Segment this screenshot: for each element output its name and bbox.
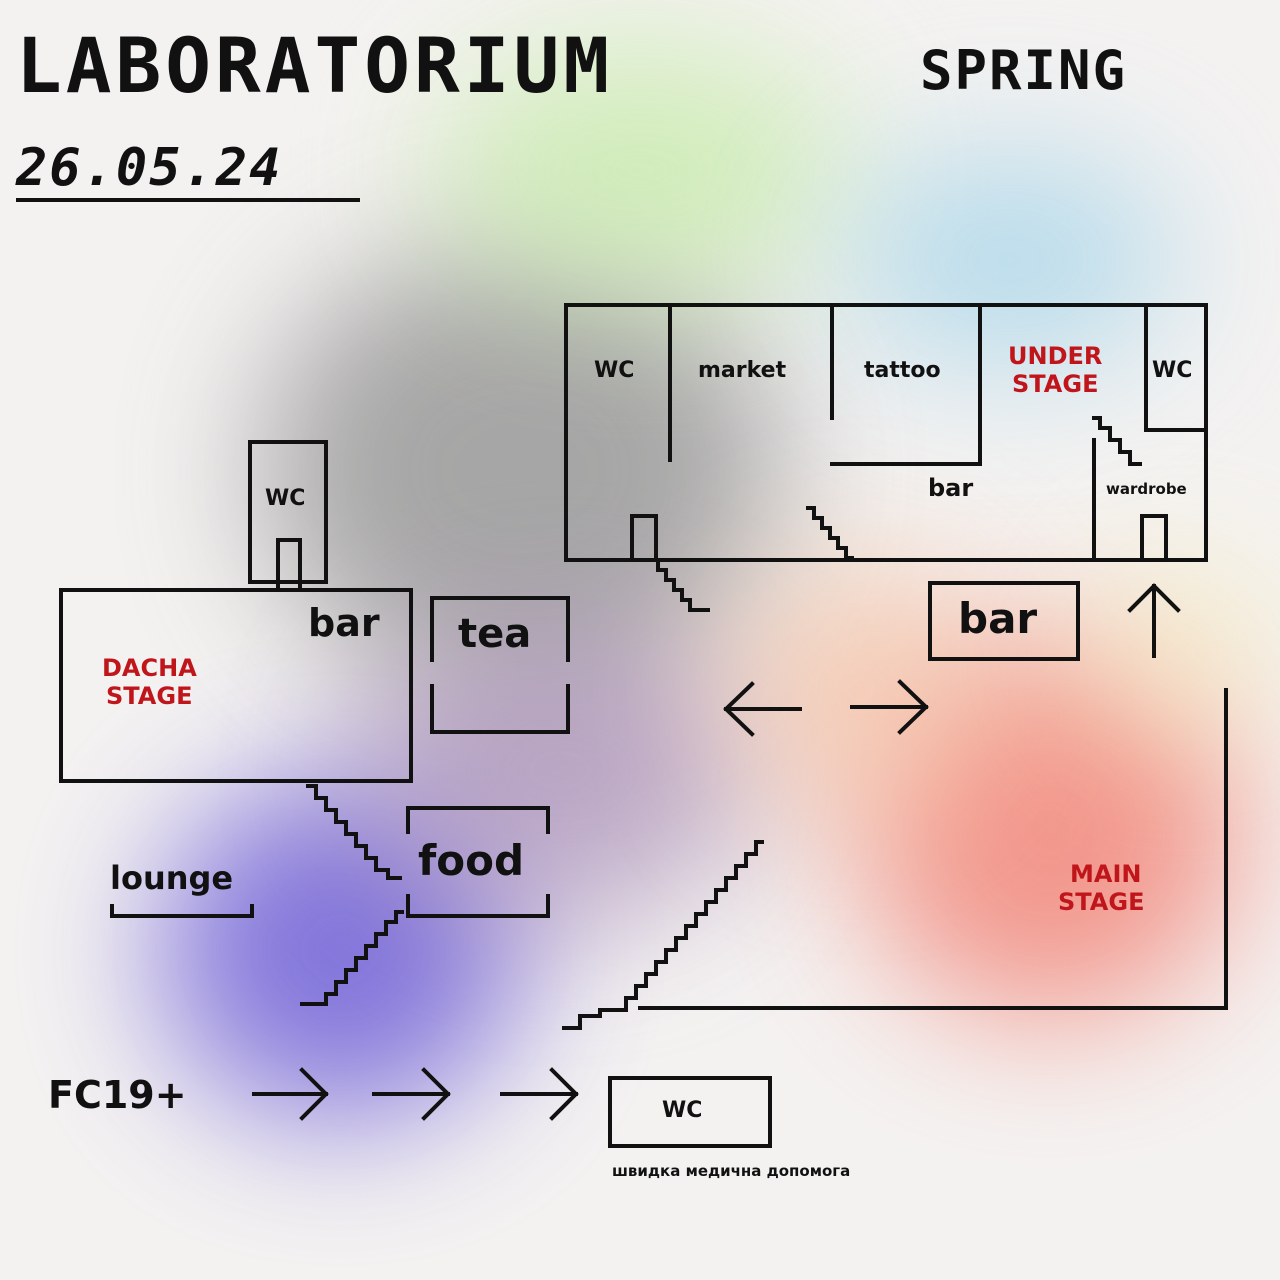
room-tea: tea <box>458 611 532 657</box>
arrow-entrance-1 <box>252 1067 329 1121</box>
tea-outline-bottom <box>430 684 570 734</box>
arrow-up-wardrobe <box>1127 583 1181 658</box>
bg-blob-peach <box>720 560 1000 820</box>
food-outline-top <box>406 806 550 834</box>
arrow-entrance-2 <box>372 1067 451 1121</box>
arrow-left-mid <box>723 681 802 737</box>
stairs-upper-center <box>806 506 854 560</box>
dacha-stage-label-line1: DACHA <box>102 654 197 682</box>
food-outline-bottom <box>406 894 550 918</box>
room-wc-upper-right: WC <box>1152 358 1193 383</box>
bg-blob-yellow <box>1080 560 1280 740</box>
arrow-entrance-3 <box>500 1067 579 1121</box>
stairs-main-long <box>562 840 764 1030</box>
stairs-food-down <box>300 910 404 1006</box>
door-wardrobe <box>1140 514 1168 562</box>
room-wc-entrance: WC <box>662 1098 703 1123</box>
main-stage-label-line2: STAGE <box>1058 888 1145 916</box>
ambulance-label: швидка медична допомога <box>612 1162 851 1180</box>
stairs-dacha-down <box>306 784 402 880</box>
bg-blob-green <box>430 40 850 300</box>
room-bar-upper: bar <box>928 474 974 502</box>
lounge-bracket <box>110 904 254 918</box>
door-wc-upper <box>630 514 658 562</box>
room-market: market <box>698 358 787 383</box>
tea-outline-top <box>430 596 570 662</box>
room-lounge: lounge <box>110 859 234 897</box>
stairs-under-stage <box>1092 416 1142 466</box>
room-tattoo: tattoo <box>864 358 941 383</box>
under-stage-label-line1: UNDER <box>1008 342 1103 370</box>
room-wc-dacha: WC <box>265 486 306 511</box>
under-stage-label-line2: STAGE <box>1012 370 1099 398</box>
date-underline <box>16 198 360 202</box>
bar-main-outline <box>928 581 1080 661</box>
room-bar-dacha: bar <box>308 601 380 645</box>
wc-dacha-outline <box>248 440 328 584</box>
poster-date: 26.05.24 <box>16 138 283 198</box>
main-stage-wall <box>638 688 1228 1010</box>
room-wc-upper-left: WC <box>594 358 635 383</box>
room-bar-main: bar <box>958 594 1038 643</box>
poster-title: LABORATORIUM <box>16 21 614 110</box>
room-wardrobe: wardrobe <box>1106 480 1187 498</box>
upper-building-outline <box>564 303 1208 562</box>
room-food: food <box>418 836 525 885</box>
entrance-label: FC19+ <box>48 1073 187 1117</box>
door-wc-dacha <box>276 538 302 592</box>
stairs-upper-left <box>656 560 710 612</box>
dacha-stage-outline <box>59 588 413 783</box>
arrow-right-mid <box>850 679 929 735</box>
bg-blob-mauve <box>360 620 760 920</box>
wc-entrance-outline <box>608 1076 772 1148</box>
bg-blob-blue <box>840 150 1180 370</box>
main-stage-label-line1: MAIN <box>1070 860 1142 888</box>
dacha-stage-label-line2: STAGE <box>106 682 193 710</box>
poster-subtitle: SPRING <box>920 39 1128 102</box>
